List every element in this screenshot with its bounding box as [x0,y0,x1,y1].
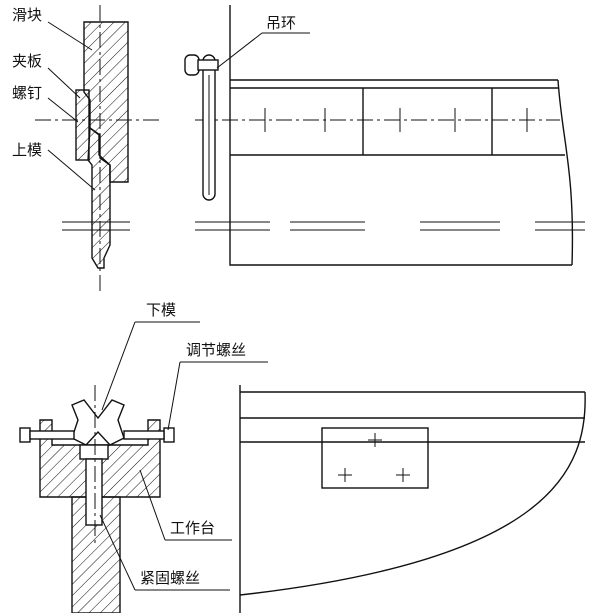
left-adjusting-screw [29,430,75,440]
label-upper-die: 上模 [12,141,42,159]
lower-curved-edge [239,391,586,596]
worktable-leader [139,469,166,541]
upper-frame [229,5,572,266]
lifting-ring [184,54,219,201]
label-adjusting-screw: 调节螺丝 [186,341,246,359]
clamp-plate-leader [47,67,81,99]
lower-die-section-view: 下模 调节螺丝 工作台 紧固螺丝 [19,301,268,613]
lifting-ring-leader [216,32,263,69]
left-adjusting-screw-head [19,427,31,443]
cross-mark [368,433,382,447]
label-screw: 螺钉 [12,84,42,102]
lower-die-leader [101,321,136,411]
label-worktable: 工作台 [170,519,215,537]
lower-die-v-block [71,399,125,446]
label-lower-die: 下模 [146,301,176,319]
label-fastening-screw: 紧固螺丝 [140,569,200,587]
fastening-screw-shank [85,458,103,526]
fastening-screw-leader [99,514,136,591]
upper-die-leader [47,149,96,191]
right-adjusting-screw [123,430,165,440]
upper-die-section-view: 滑块 夹板 螺钉 上模 [12,5,160,295]
lower-plate [321,427,429,489]
curved-right-edge [557,79,574,266]
clamp-plate [75,89,90,161]
lower-front-view [239,385,586,613]
label-lifting-ring: 吊环 [266,14,296,32]
label-clamp-plate: 夹板 [12,52,42,70]
right-adjusting-screw-head [163,427,175,443]
label-slider: 滑块 [12,6,42,24]
adjusting-screw-leader [167,361,181,431]
cross-mark [396,468,410,482]
fastening-screw-head [79,444,109,460]
cross-mark [338,468,352,482]
upper-front-view: 吊环 [184,5,585,266]
slider-leader [47,21,93,51]
screw-leader [47,97,79,123]
